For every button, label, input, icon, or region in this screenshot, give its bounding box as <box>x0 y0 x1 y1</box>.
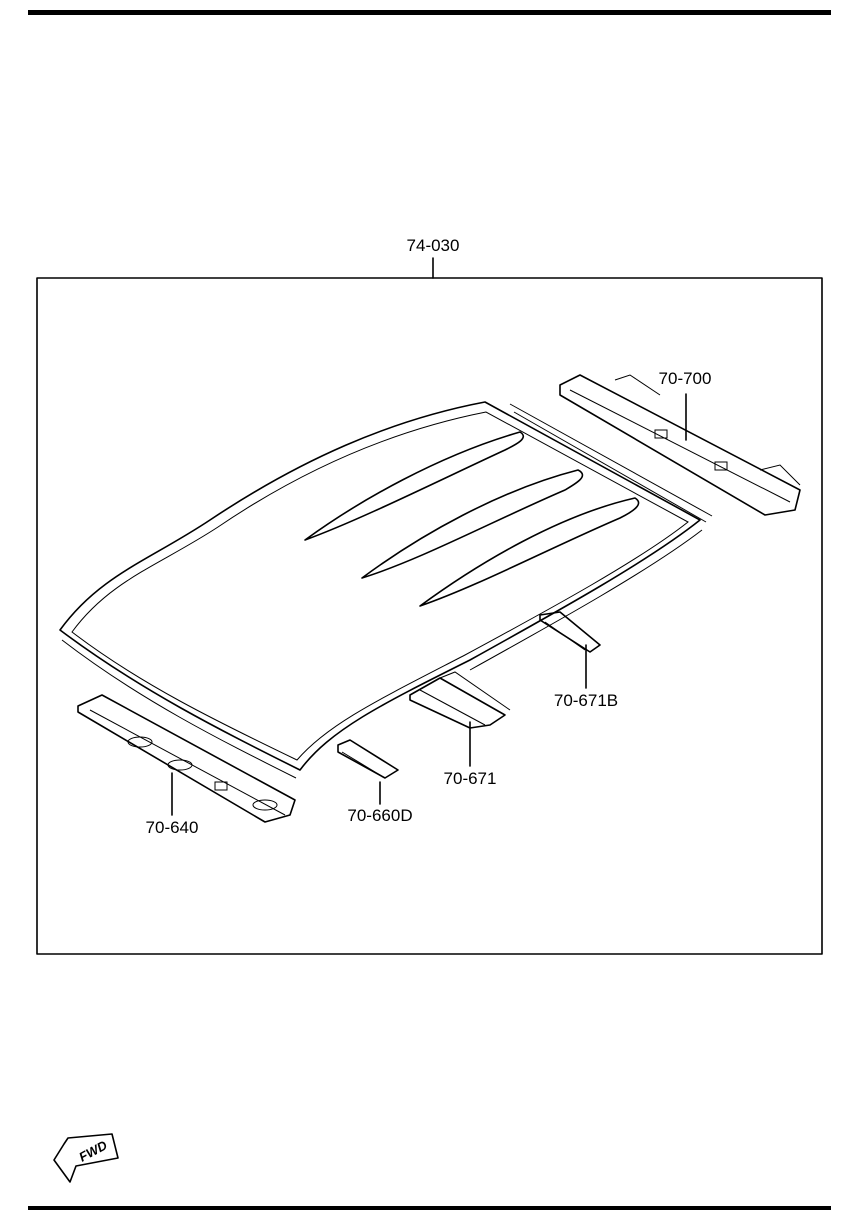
roof-panel <box>59 401 713 779</box>
rear-header-part <box>559 374 801 516</box>
label-70-671b: 70-671B <box>554 691 618 710</box>
label-70-640: 70-640 <box>146 818 199 837</box>
label-70-700: 70-700 <box>659 369 712 388</box>
bottom-rule <box>28 1206 831 1210</box>
label-70-671: 70-671 <box>444 769 497 788</box>
roof-bow-center-part <box>409 671 511 729</box>
diagram-frame <box>36 277 823 955</box>
top-rule <box>28 10 831 15</box>
label-70-660d: 70-660D <box>347 806 412 825</box>
roof-bow-rear-part <box>539 611 601 653</box>
label-74-030: 74-030 <box>407 236 460 255</box>
front-header-part <box>77 694 296 823</box>
forward-direction-icon: FWD <box>53 1133 119 1183</box>
roof-bow-front-part <box>337 739 399 779</box>
